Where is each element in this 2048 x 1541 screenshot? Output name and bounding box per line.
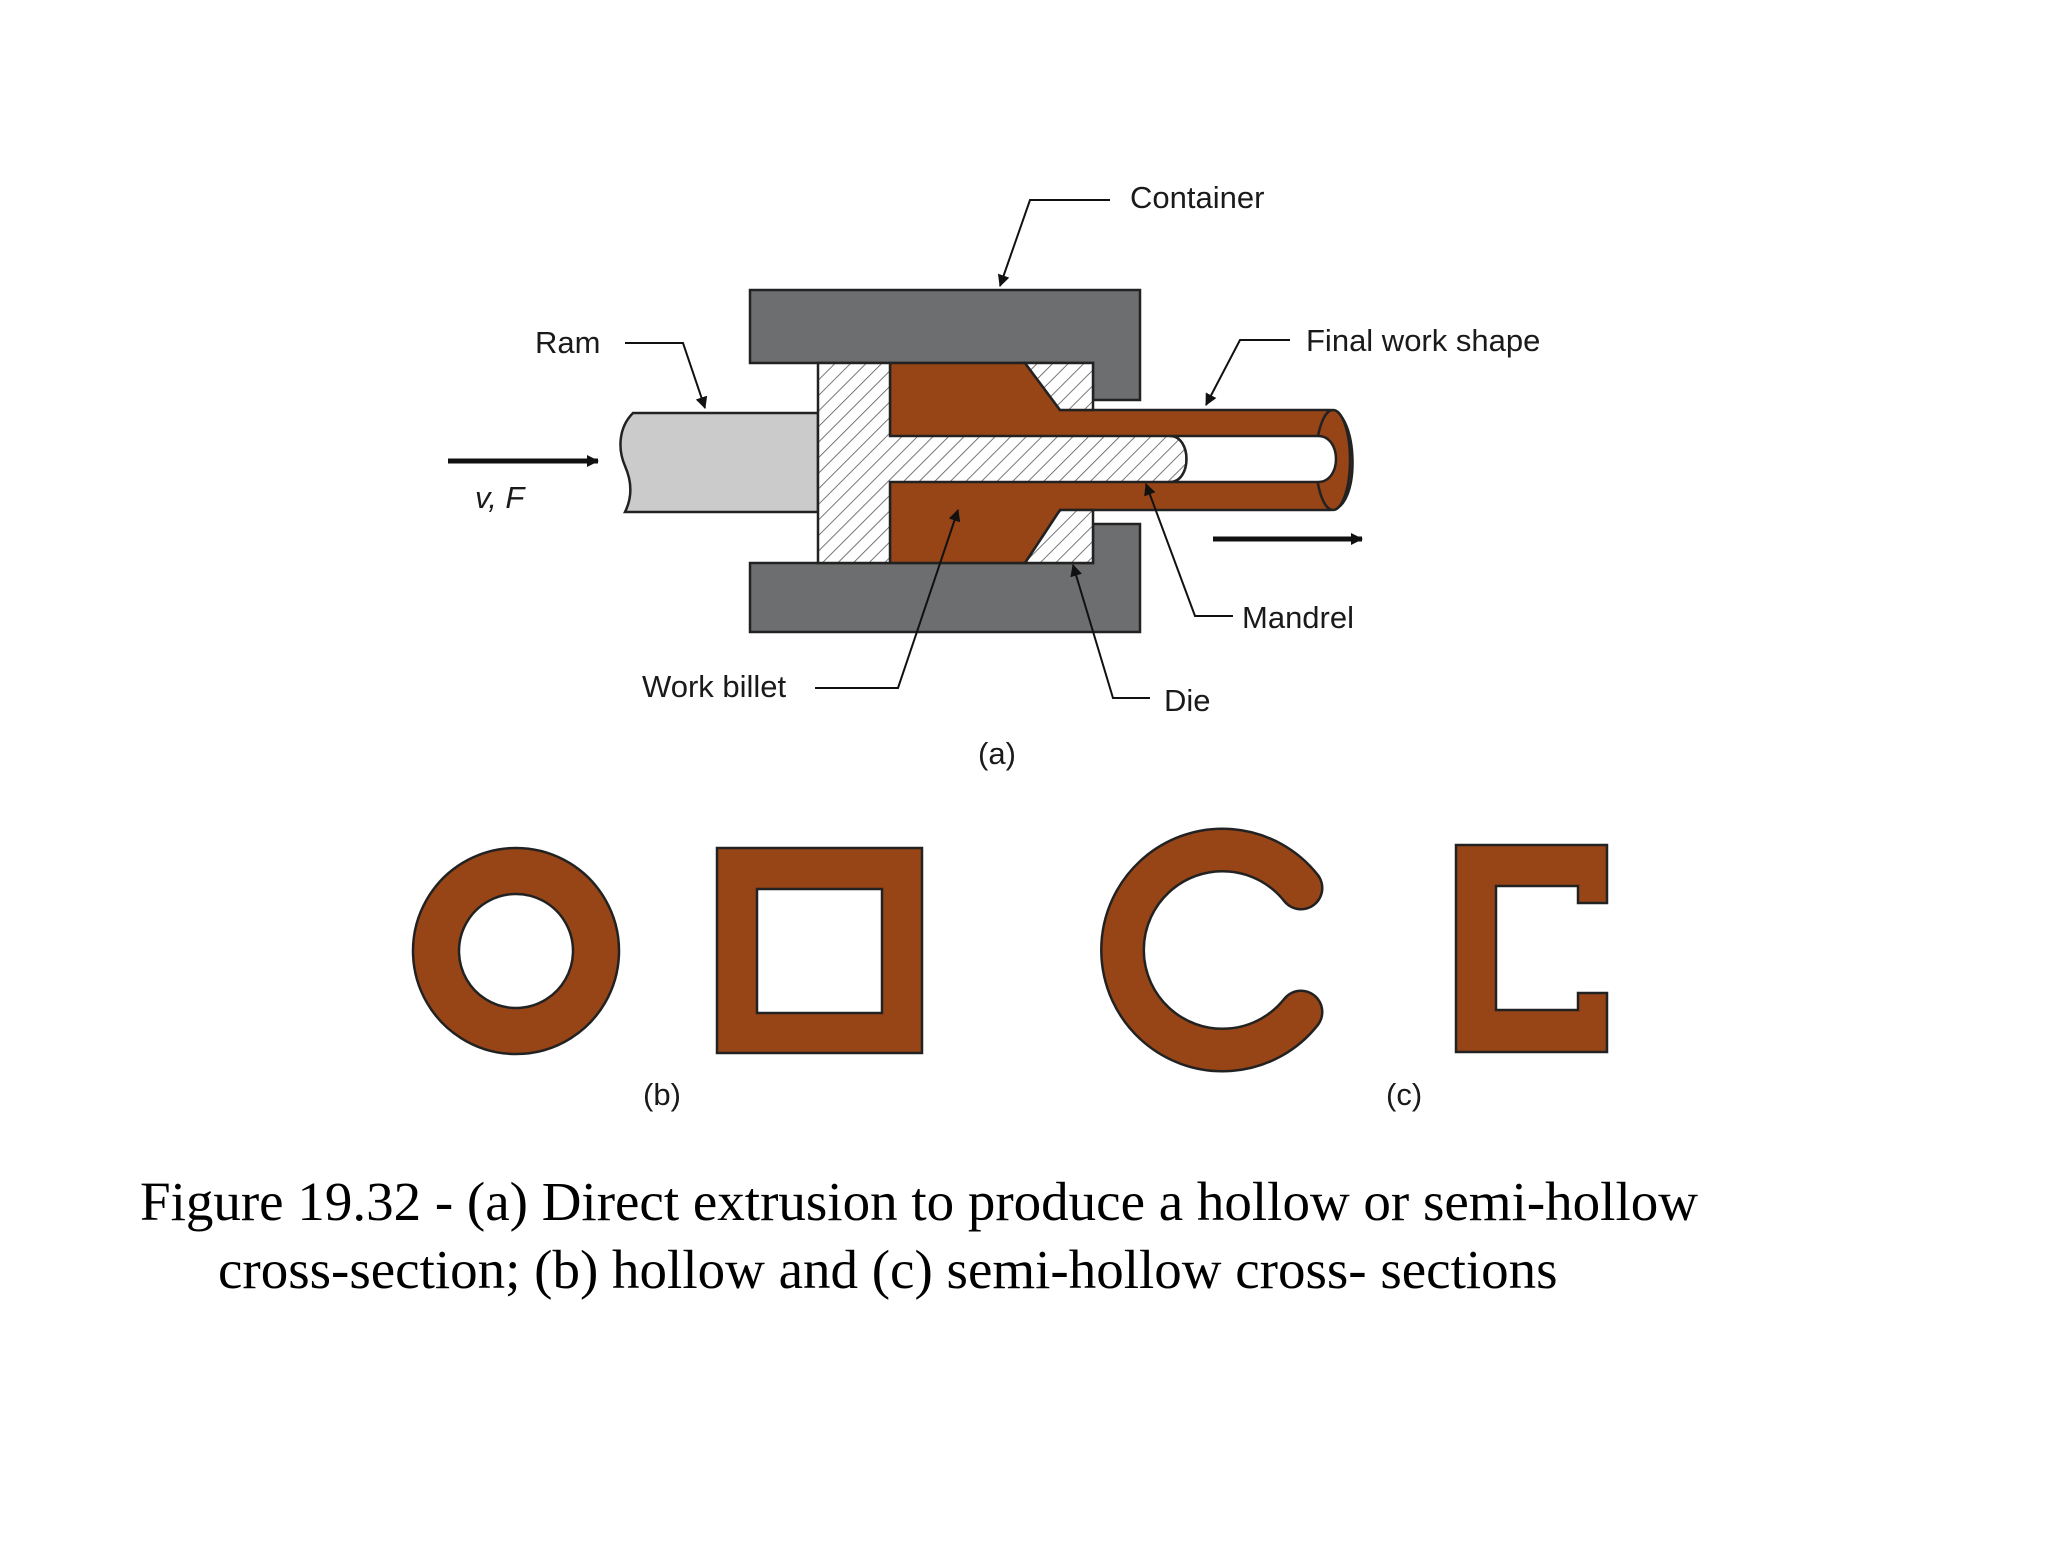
semi-hollow-bracket-section — [1454, 843, 1609, 1054]
container-leader — [997, 199, 1110, 287]
caption-line-2: cross-section; (b) hollow and (c) semi-h… — [218, 1239, 1558, 1300]
die-bottom — [1022, 508, 1095, 565]
hollow-circle-section — [411, 846, 621, 1056]
work-billet-leader — [815, 509, 961, 689]
ram — [619, 411, 820, 514]
label-final-work-shape: Final work shape — [1306, 323, 1540, 358]
sublabel-a: (a) — [978, 736, 1016, 771]
label-mandrel: Mandrel — [1242, 600, 1354, 635]
ram-leader — [625, 342, 708, 409]
die-top — [1022, 361, 1095, 412]
diagram-a: Container Ram Final work shape v, F Mand… — [448, 180, 1540, 771]
figure-caption: Figure 19.32 - (a) Direct extrusion to p… — [140, 1168, 1940, 1304]
diagram-c: (c) — [1100, 827, 1609, 1112]
label-container: Container — [1130, 180, 1264, 215]
diagram-b: (b) — [411, 846, 924, 1112]
hollow-square-section — [715, 846, 924, 1055]
semi-hollow-c-fill — [1102, 830, 1321, 1070]
sublabel-b: (b) — [643, 1077, 681, 1112]
die-leader — [1070, 564, 1150, 699]
sublabel-c: (c) — [1386, 1077, 1422, 1112]
label-ram: Ram — [535, 325, 600, 360]
mandrel-leader — [1144, 483, 1233, 617]
caption-line-1: Figure 19.32 - (a) Direct extrusion to p… — [140, 1171, 1698, 1232]
label-die: Die — [1164, 683, 1211, 718]
final-shape-leader — [1205, 339, 1290, 406]
tube-bore — [1169, 434, 1338, 484]
label-work-billet: Work billet — [642, 669, 787, 704]
label-force: v, F — [475, 480, 526, 515]
